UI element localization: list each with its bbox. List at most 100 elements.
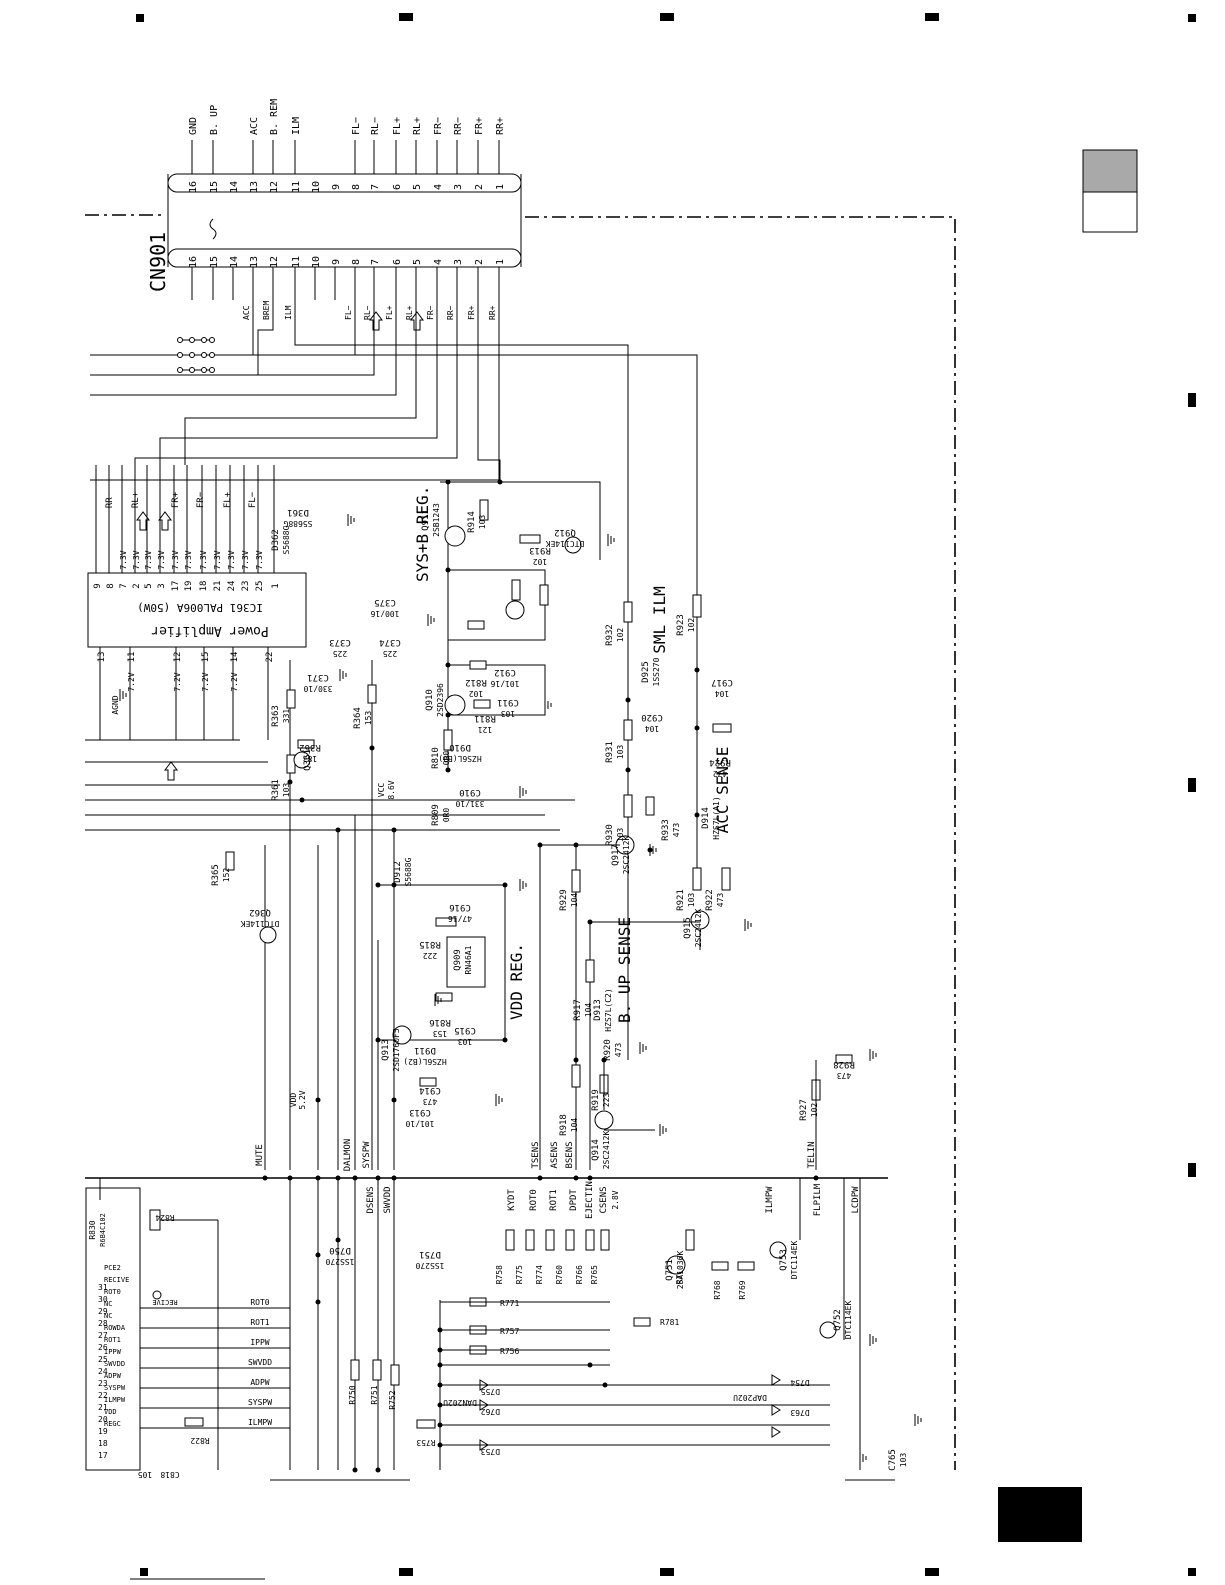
amp-volt: 7.3V [144, 550, 153, 569]
r757-ref: R757 [500, 1327, 519, 1336]
cn901-pin-net: FL+ [385, 305, 394, 320]
amp-bottom-pin: 22 [265, 652, 275, 663]
r767-ref: R767 [675, 1265, 684, 1284]
ground-icon [519, 786, 527, 798]
r815-ref: R815 [419, 939, 441, 949]
r812-value: 102 [469, 689, 484, 698]
acc-sense-label: ACC SENSE [713, 747, 732, 834]
r753-ref: R753 [416, 1438, 435, 1447]
junction-dot [601, 1057, 607, 1063]
amp-channel-label: FR+ [171, 491, 181, 508]
junction-dot [587, 1175, 593, 1181]
q915-value: 2SC2412K [694, 909, 703, 948]
cn901-pin-num-top: 10 [311, 181, 322, 193]
amp-channel-label: FR− [196, 491, 206, 508]
junction-dot [335, 1175, 341, 1181]
c910-value: 331/10 [455, 799, 484, 808]
micro-line-ippw: IPPW [250, 1338, 269, 1347]
c912-value: 101/16 [490, 679, 519, 688]
r830-ref: R830 [88, 1220, 97, 1239]
junction-dot [625, 767, 631, 773]
junction-dot [694, 725, 700, 731]
amp-volt: 7.3V [119, 550, 128, 569]
micro-line-rot0: ROT0 [250, 1298, 269, 1307]
cn901-pin-num-bottom: 14 [229, 256, 240, 268]
ground-icon [339, 669, 347, 681]
ground-icon [119, 689, 127, 701]
micro-pin-label: SWVDD [104, 1360, 125, 1368]
r361-ref: R361 [271, 779, 281, 801]
r811-ref: R811 [474, 713, 496, 723]
junction-dot [537, 1175, 543, 1181]
cn901-pin-num-bottom: 6 [392, 259, 403, 265]
cn901-pin-signal: B. REM [269, 99, 280, 135]
r771-ref: R771 [500, 1299, 519, 1308]
ground-icon [544, 699, 552, 711]
d751-value: 1SS270 [415, 1261, 444, 1270]
q917-value: 2SC2412K [622, 836, 631, 875]
r751-ref: R751 [370, 1385, 379, 1404]
amp-top-pin: 19 [184, 581, 194, 592]
q912-ref: Q912 [554, 527, 576, 537]
bus-bottom-ejectin: EJECTIN [585, 1181, 595, 1219]
amp-top-pin: 24 [227, 581, 237, 592]
q751-value: 2SA1036K [676, 1251, 685, 1290]
q361-ref: Q361 [303, 749, 313, 771]
micro-line-rot1: ROT1 [250, 1318, 269, 1327]
bus-voltage: 2.8V [611, 1190, 620, 1209]
cn901-pin-num-bottom: 11 [291, 256, 302, 268]
r930-ref: R930 [605, 824, 615, 846]
r816-value: 153 [433, 1029, 448, 1038]
r769-ref: R769 [738, 1280, 747, 1299]
r921-ref: R921 [676, 889, 686, 911]
cn901-pin-signal: FR+ [474, 117, 485, 135]
bus-bottom-ilmpw: ILMPW [765, 1186, 775, 1214]
cn901-pin-num-bottom: 16 [188, 256, 199, 268]
c375-ref: C375 [374, 597, 396, 607]
r364-value: 153 [364, 711, 373, 726]
amp-channel-label: FL+ [223, 491, 233, 508]
amp-volt: 7.3V [213, 550, 222, 569]
cn901-pin-signal: FL+ [392, 117, 403, 135]
c917-value: 104 [715, 689, 730, 698]
cn901-pin-signal: ILM [291, 117, 302, 135]
micro-pin-label: ADPW [104, 1372, 122, 1380]
r921-value: 103 [687, 893, 696, 908]
c818-ref: C818 [160, 1470, 179, 1479]
c917-ref: C917 [711, 677, 733, 687]
r933-ref: R933 [661, 819, 671, 841]
ground-icon [869, 1334, 877, 1346]
cn901-pin-num-bottom: 7 [370, 259, 381, 265]
amp-top-pin: 5 [144, 583, 154, 588]
amp-bottom-pin: 12 [173, 652, 183, 663]
amp-volt2: 7.2V [173, 672, 182, 691]
r929-ref: R929 [559, 889, 569, 911]
cn901-pin-num-top: 14 [229, 181, 240, 193]
cn901-pin-net: FR− [426, 305, 435, 320]
micro-pin-label: REGC [104, 1420, 121, 1428]
r365-value: 152 [222, 868, 231, 883]
ground-icon [649, 844, 657, 856]
r929-value: 104 [570, 893, 579, 908]
q753-value: DTC114EK [790, 1241, 799, 1280]
d362-value: S5688G [282, 525, 291, 554]
cn901-pin-num-top: 4 [433, 184, 444, 190]
amp-top-pin: 2 [132, 583, 142, 588]
d361-value: S5688G [283, 519, 312, 528]
r816-ref: R816 [429, 1017, 451, 1027]
r913-value: 102 [533, 557, 548, 566]
r362-value: 183 [303, 754, 318, 763]
junction-dot [445, 662, 451, 668]
q752-ref: Q752 [833, 1309, 843, 1331]
connector-ref: CN901 [146, 232, 170, 292]
bus-top-tsens: TSENS [531, 1141, 541, 1168]
d912-ref: D912 [393, 861, 403, 883]
junction-dot [445, 479, 451, 485]
q912-value: DTC114EK [546, 539, 585, 548]
bus-bottom-dpdt: DPDT [569, 1189, 579, 1211]
bus-top-mute: MUTE [255, 1144, 265, 1166]
bus-bottom-flpilm: FLPILM [813, 1183, 823, 1216]
